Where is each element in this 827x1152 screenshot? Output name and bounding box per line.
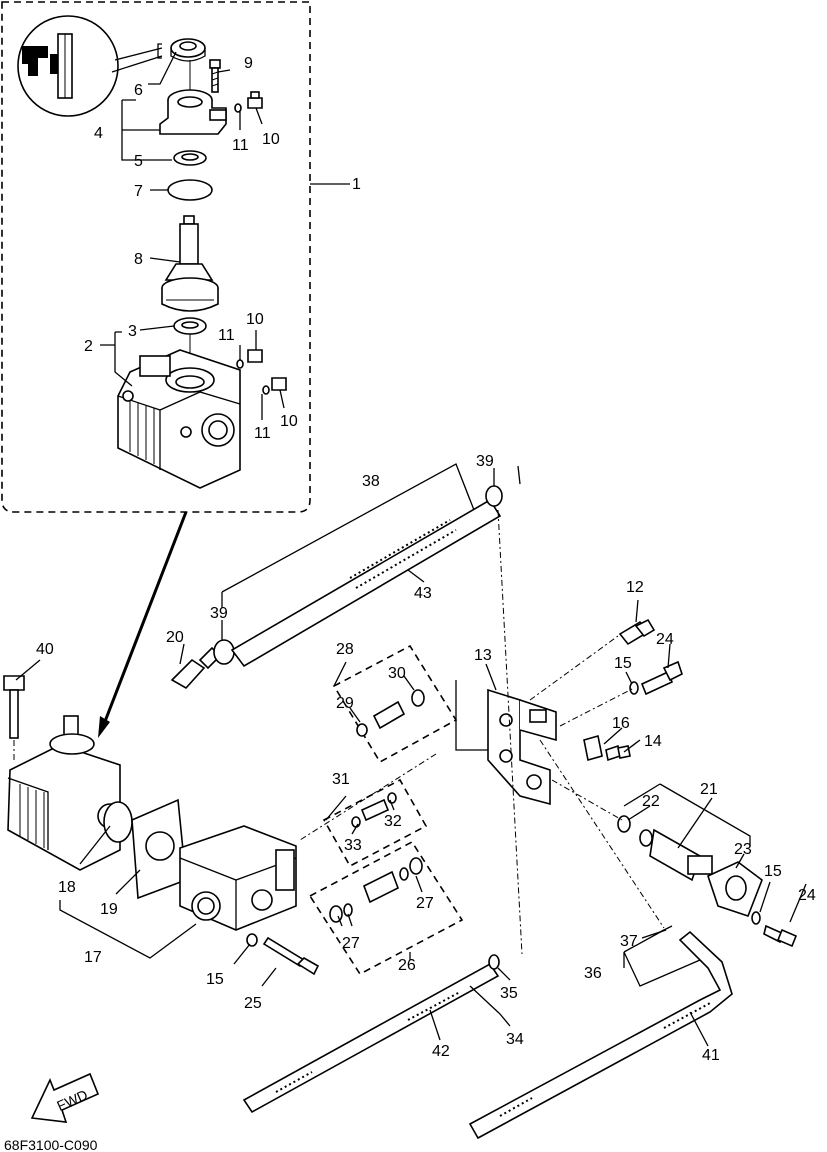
callout-24-b: 24 [798,887,816,904]
callout-32: 32 [384,813,402,830]
inset-leader-lines [100,51,350,420]
callout-34: 34 [506,1031,524,1048]
callout-4: 4 [94,125,103,142]
callout-7: 7 [134,183,143,200]
pump-body-assembled [7,715,133,871]
callout-28: 28 [336,641,354,658]
bearing-housing-part-4 [159,60,227,135]
bolt-part-40 [3,675,25,760]
callout-15-b: 15 [764,863,782,880]
callout-11-b: 11 [218,327,235,344]
callout-10-a: 10 [262,131,280,148]
hose-part-41 [468,925,733,1140]
hose-part-43 [230,498,502,668]
callout-35: 35 [500,985,518,1002]
callout-17: 17 [84,949,102,966]
kit-part-26 [308,840,464,976]
seal-detail-magnifier [17,15,163,117]
hose-part-42 [242,954,500,1114]
callout-18: 18 [58,879,76,896]
callout-11-c: 11 [254,425,271,442]
callout-21: 21 [700,781,718,798]
callout-11-a: 11 [232,137,249,154]
callout-1: 1 [352,176,361,193]
callout-37: 37 [620,933,638,950]
callout-9: 9 [244,55,253,72]
fwd-direction-arrow: FWD [30,1072,100,1123]
callout-10-c: 10 [280,413,298,430]
main-leader-lines [15,463,807,1047]
callout-31: 31 [332,771,350,788]
kit-part-31 [322,778,428,868]
callout-40: 40 [36,641,54,658]
o-ring-part-7 [167,179,213,201]
callout-27-b: 27 [416,895,434,912]
bolt-part-12 [618,618,656,646]
callout-2: 2 [84,338,93,355]
washer-screw-part-10-11-lower [236,349,287,395]
callout-25: 25 [244,995,262,1012]
bolt-part-24-bottom [751,911,798,948]
inset-dashed-frame [1,1,311,513]
callout-13: 13 [474,647,492,664]
sensor-part-21 [617,815,713,882]
bearing-part-5 [173,150,207,166]
clamp-part-39-right [485,485,503,507]
callout-15-a: 15 [614,655,632,672]
callout-33: 33 [344,837,362,854]
callout-labels: 1 2 3 4 5 6 7 8 9 10 10 10 11 11 11 12 1… [36,55,816,1064]
callout-41: 41 [702,1047,720,1064]
clamp-part-39-left [213,639,235,665]
bolt-part-9 [209,59,221,93]
throttle-body [179,825,297,931]
callout-10-b: 10 [246,311,264,328]
centerlines [299,509,665,955]
drawing-code: 68F3100-C090 [4,1137,98,1152]
callout-24-a: 24 [656,631,674,648]
callout-38: 38 [362,473,380,490]
callout-22: 22 [642,793,660,810]
callout-39-a: 39 [476,453,494,470]
callout-19: 19 [100,901,118,918]
gasket-part-19 [131,798,187,900]
clip-part-16 [583,734,631,762]
pump-body-part-2 [117,349,241,489]
callout-43: 43 [414,585,432,602]
callout-5: 5 [134,153,143,170]
callout-8: 8 [134,251,143,268]
callout-3: 3 [128,323,137,340]
callout-12: 12 [626,579,644,596]
washer-screw-part-10-11 [234,91,263,113]
assembly-arrow [98,511,188,738]
callout-15-c: 15 [206,971,224,988]
callout-20: 20 [166,629,184,646]
bracket-part-13 [487,688,557,806]
shaft-part-8 [161,215,219,312]
callout-16: 16 [612,715,630,732]
callout-42: 42 [432,1043,450,1060]
oil-seal-part-6 [170,38,206,62]
callout-39-b: 39 [210,605,228,622]
callout-6: 6 [134,82,143,99]
callout-27-a: 27 [342,935,360,952]
callout-14: 14 [644,733,662,750]
gasket-part-23 [707,861,763,917]
callout-30: 30 [388,665,406,682]
callout-36: 36 [584,965,602,982]
bolt-part-24-top [629,660,683,696]
callout-26: 26 [398,957,416,974]
bolt-part-25 [246,933,320,976]
callout-23: 23 [734,841,752,858]
callout-29: 29 [336,695,354,712]
fitting-part-20 [170,646,222,690]
